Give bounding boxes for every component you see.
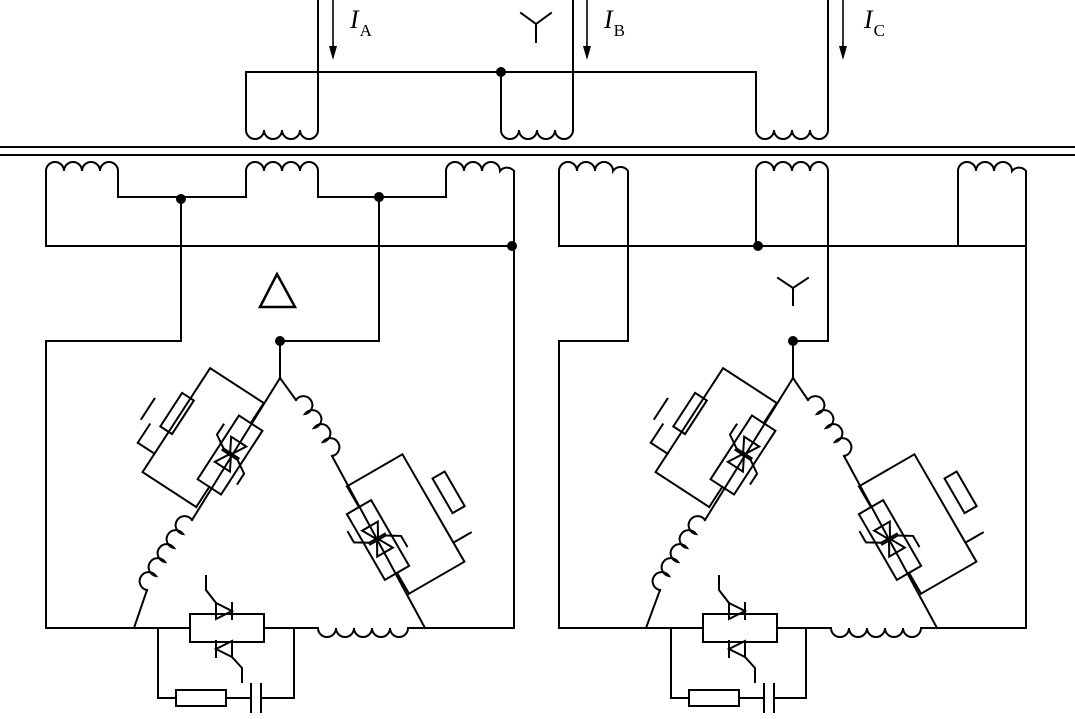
right-wye-symbol [776,276,810,306]
current-arrow-a [329,0,337,60]
right-thyristor-branch-3 [670,575,807,713]
right-secondary-windings [558,161,1027,629]
svg-text:IA: IA [349,5,373,40]
left-secondary-windings [45,161,517,629]
primary-winding-a [245,0,319,140]
current-arrow-c [839,0,847,60]
left-leads [45,196,515,629]
right-thyristor-branch-2 [857,452,985,596]
svg-text:IB: IB [603,5,625,40]
left-thyristor-branch-1 [136,366,266,509]
current-label-a: IA [349,5,373,40]
svg-text:IC: IC [863,5,885,40]
left-delta-symbol [257,271,298,309]
current-arrow-b [583,0,591,60]
left-thyristor-branch-3 [157,575,295,713]
primary-winding-b [500,0,574,140]
primary-wye-symbol [519,11,553,43]
right-thyristor-branch-1 [649,366,779,509]
primary-winding-c [755,0,829,140]
left-thyristor-branch-2 [345,452,473,596]
current-label-c: IC [863,5,885,40]
transformer-core [0,146,1075,156]
primary-neutral-node [496,67,506,77]
current-label-b: IB [603,5,625,40]
right-load-triangle [644,376,939,638]
